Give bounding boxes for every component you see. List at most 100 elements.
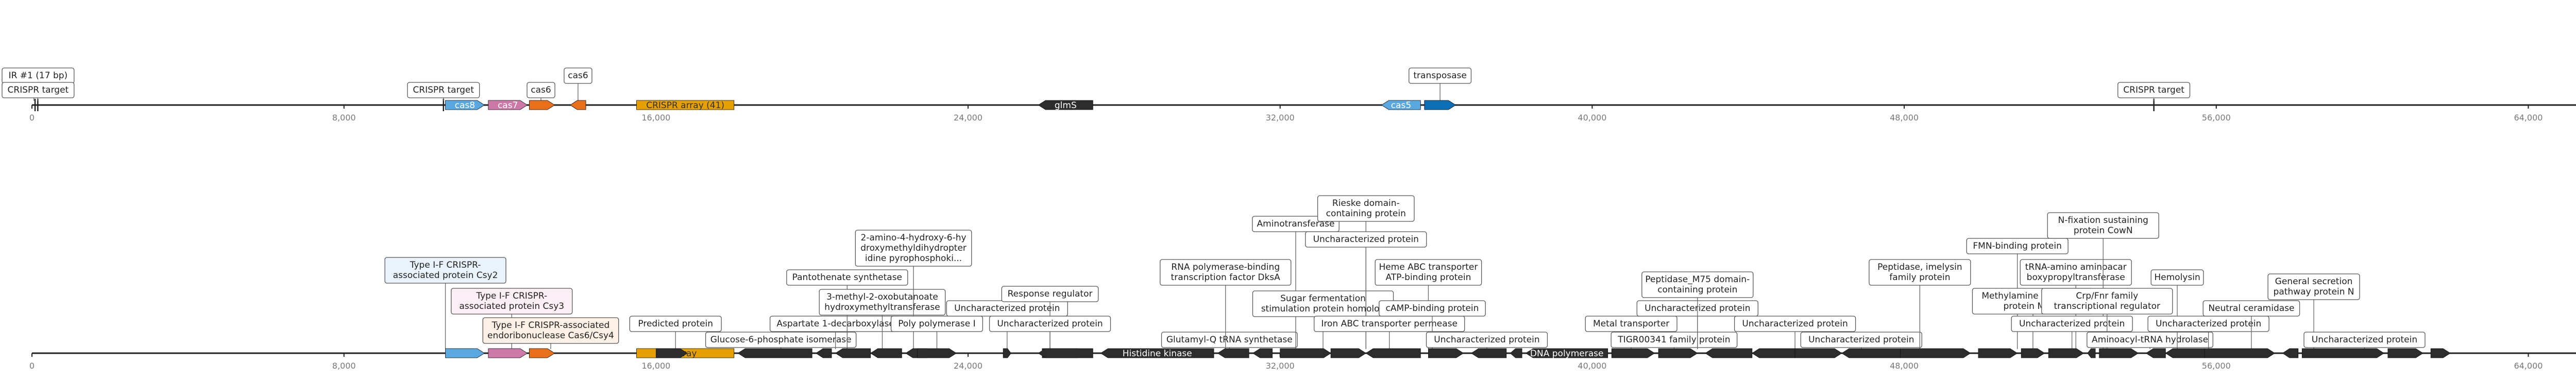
- bottom-label-text: Rieske domain-: [1332, 198, 1400, 209]
- bottom-label-text: pathway protein N: [2274, 287, 2354, 297]
- bottom-label-text: containing protein: [1326, 209, 1406, 219]
- top-tick-label: 64,000: [2514, 113, 2543, 123]
- bottom-label-box: [2267, 273, 2360, 300]
- top-gene-cas7: [488, 100, 528, 110]
- bottom-gene-other: [1900, 348, 1971, 358]
- bottom-label-text: FMN-binding protein: [1973, 241, 2062, 251]
- bottom-gene-other: [870, 348, 902, 358]
- bottom-label-box: [1426, 332, 1548, 348]
- top-gene-transposase: [1424, 100, 1456, 110]
- bottom-tick-label: 32,000: [1266, 361, 1295, 371]
- top-gene-crispr_array: [636, 100, 735, 110]
- bottom-gene-other: [1003, 348, 1011, 358]
- top-label-text: cas6: [568, 71, 588, 81]
- bottom-label-text: Uncharacterized protein: [1808, 335, 1914, 345]
- bottom-gene-other: [1365, 348, 1421, 358]
- bottom-label-text: Sugar fermentation: [1280, 293, 1366, 304]
- top-label-text: CRISPR target: [2123, 85, 2184, 95]
- bottom-label-text: 2-amino-4-hydroxy-6-hy: [861, 233, 967, 243]
- bottom-tick-label: 8,000: [332, 361, 356, 371]
- bottom-label-text: Neutral ceramidase: [2208, 303, 2294, 314]
- bottom-label-box: [2011, 316, 2133, 332]
- bottom-gene-other: [2387, 348, 2424, 358]
- bottom-label-text: associated protein Csy3: [459, 301, 564, 311]
- bottom-gene-cas7: [488, 348, 528, 358]
- bottom-label-box: [1379, 300, 1486, 317]
- bottom-label-text: General secretion: [2275, 276, 2353, 287]
- bottom-label-text: Iron ABC transporter permease: [1321, 319, 1458, 329]
- bottom-label-box: [384, 257, 506, 284]
- top-label-text: IR #1 (17 bp): [9, 71, 68, 81]
- bottom-gene-other: [1252, 348, 1273, 358]
- bottom-gene-other: [2145, 348, 2166, 358]
- bottom-label-text: Type I-F CRISPR-associated: [492, 320, 610, 331]
- bottom-label-box: [890, 316, 984, 332]
- bottom-gene-other: [2282, 348, 2299, 358]
- bottom-gene-other: [2087, 348, 2096, 358]
- bottom-label-text: Type I-F CRISPR-: [410, 260, 481, 270]
- bottom-gene-other: [1428, 348, 1464, 358]
- bottom-tick-label: 40,000: [1578, 361, 1606, 371]
- top-gene-label: glmS: [1055, 100, 1077, 111]
- bottom-label-text: Pantothenate synthetase: [792, 272, 902, 283]
- bottom-gene-other: [1510, 348, 1522, 358]
- top-label-text: CRISPR target: [8, 85, 69, 95]
- bottom-label-box: [1317, 195, 1415, 222]
- top-gene-other: [1038, 100, 1093, 110]
- bottom-label-box: [1585, 316, 1677, 332]
- bottom-label-box: [2047, 212, 2159, 239]
- bottom-gene-other: [835, 348, 871, 358]
- bottom-label-text: Uncharacterized protein: [954, 303, 1060, 314]
- bottom-label-box: [1305, 231, 1427, 248]
- bottom-label-text: idine pyrophosphoki...: [865, 253, 962, 264]
- bottom-label-text: hydroxymethyltransferase: [824, 302, 940, 313]
- bottom-label-text: Glutamyl-Q tRNA synthetase: [1166, 335, 1293, 345]
- bottom-label-text: 3-methyl-2-oxobutanoate: [826, 292, 938, 302]
- bottom-label-box: [629, 316, 722, 332]
- top-gene-label: cas7: [498, 100, 518, 111]
- bottom-gene-other: [1100, 348, 1214, 358]
- bottom-label-text: Uncharacterized protein: [1434, 335, 1539, 345]
- bottom-gene-other: [1470, 348, 1507, 358]
- bottom-label-text: family protein: [1889, 272, 1950, 283]
- bottom-label-box: [786, 269, 908, 286]
- bottom-gene-other: [1280, 348, 1331, 358]
- bottom-label-text: Heme ABC transporter: [1379, 262, 1478, 272]
- bottom-gene-other: [737, 348, 812, 358]
- top-label-box: [1409, 67, 1472, 84]
- top-label-box: [527, 82, 555, 98]
- bottom-label-text: Aminoacyl-tRNA hydrolase: [2092, 335, 2208, 345]
- bottom-gene-other: [2204, 348, 2276, 358]
- bottom-label-text: Uncharacterized protein: [2312, 335, 2417, 345]
- bottom-label-box: [2041, 288, 2173, 315]
- top-label-text: CRISPR target: [413, 85, 474, 95]
- top-label-box: [2, 82, 75, 98]
- bottom-label-text: Metal transporter: [1593, 319, 1669, 329]
- bottom-label-box: [1641, 271, 1754, 298]
- bottom-label-box: [2087, 332, 2213, 348]
- bottom-gene-other: [1658, 348, 1698, 358]
- bottom-label-box: [705, 332, 857, 348]
- bottom-label-box: [1161, 332, 1298, 348]
- bottom-label-box: [1611, 332, 1738, 348]
- bottom-label-text: Uncharacterized protein: [1313, 234, 1419, 245]
- bottom-label-box: [1252, 216, 1340, 232]
- top-gene-label: cas8: [455, 100, 475, 111]
- bottom-label-text: boxypropyltransferase: [2027, 272, 2125, 283]
- bottom-label-text: containing protein: [1657, 285, 1737, 295]
- bottom-gene-cas6: [529, 348, 555, 358]
- bottom-tick-label: 56,000: [2202, 361, 2231, 371]
- bottom-label-box: [482, 317, 619, 344]
- top-label-text: cas6: [531, 85, 551, 95]
- bottom-gene-other: [1705, 348, 1753, 358]
- bottom-label-text: cAMP-binding protein: [1386, 303, 1479, 314]
- bottom-label-box: [989, 316, 1111, 332]
- bottom-label-text: droxymethyldihydropter: [860, 243, 967, 253]
- bottom-tick-label: 64,000: [2514, 361, 2543, 371]
- bottom-label-text: associated protein Csy2: [393, 270, 498, 281]
- top-tick-label: 40,000: [1578, 113, 1606, 123]
- bottom-gene-other: [2048, 348, 2084, 358]
- bottom-gene-other: [1611, 348, 1655, 358]
